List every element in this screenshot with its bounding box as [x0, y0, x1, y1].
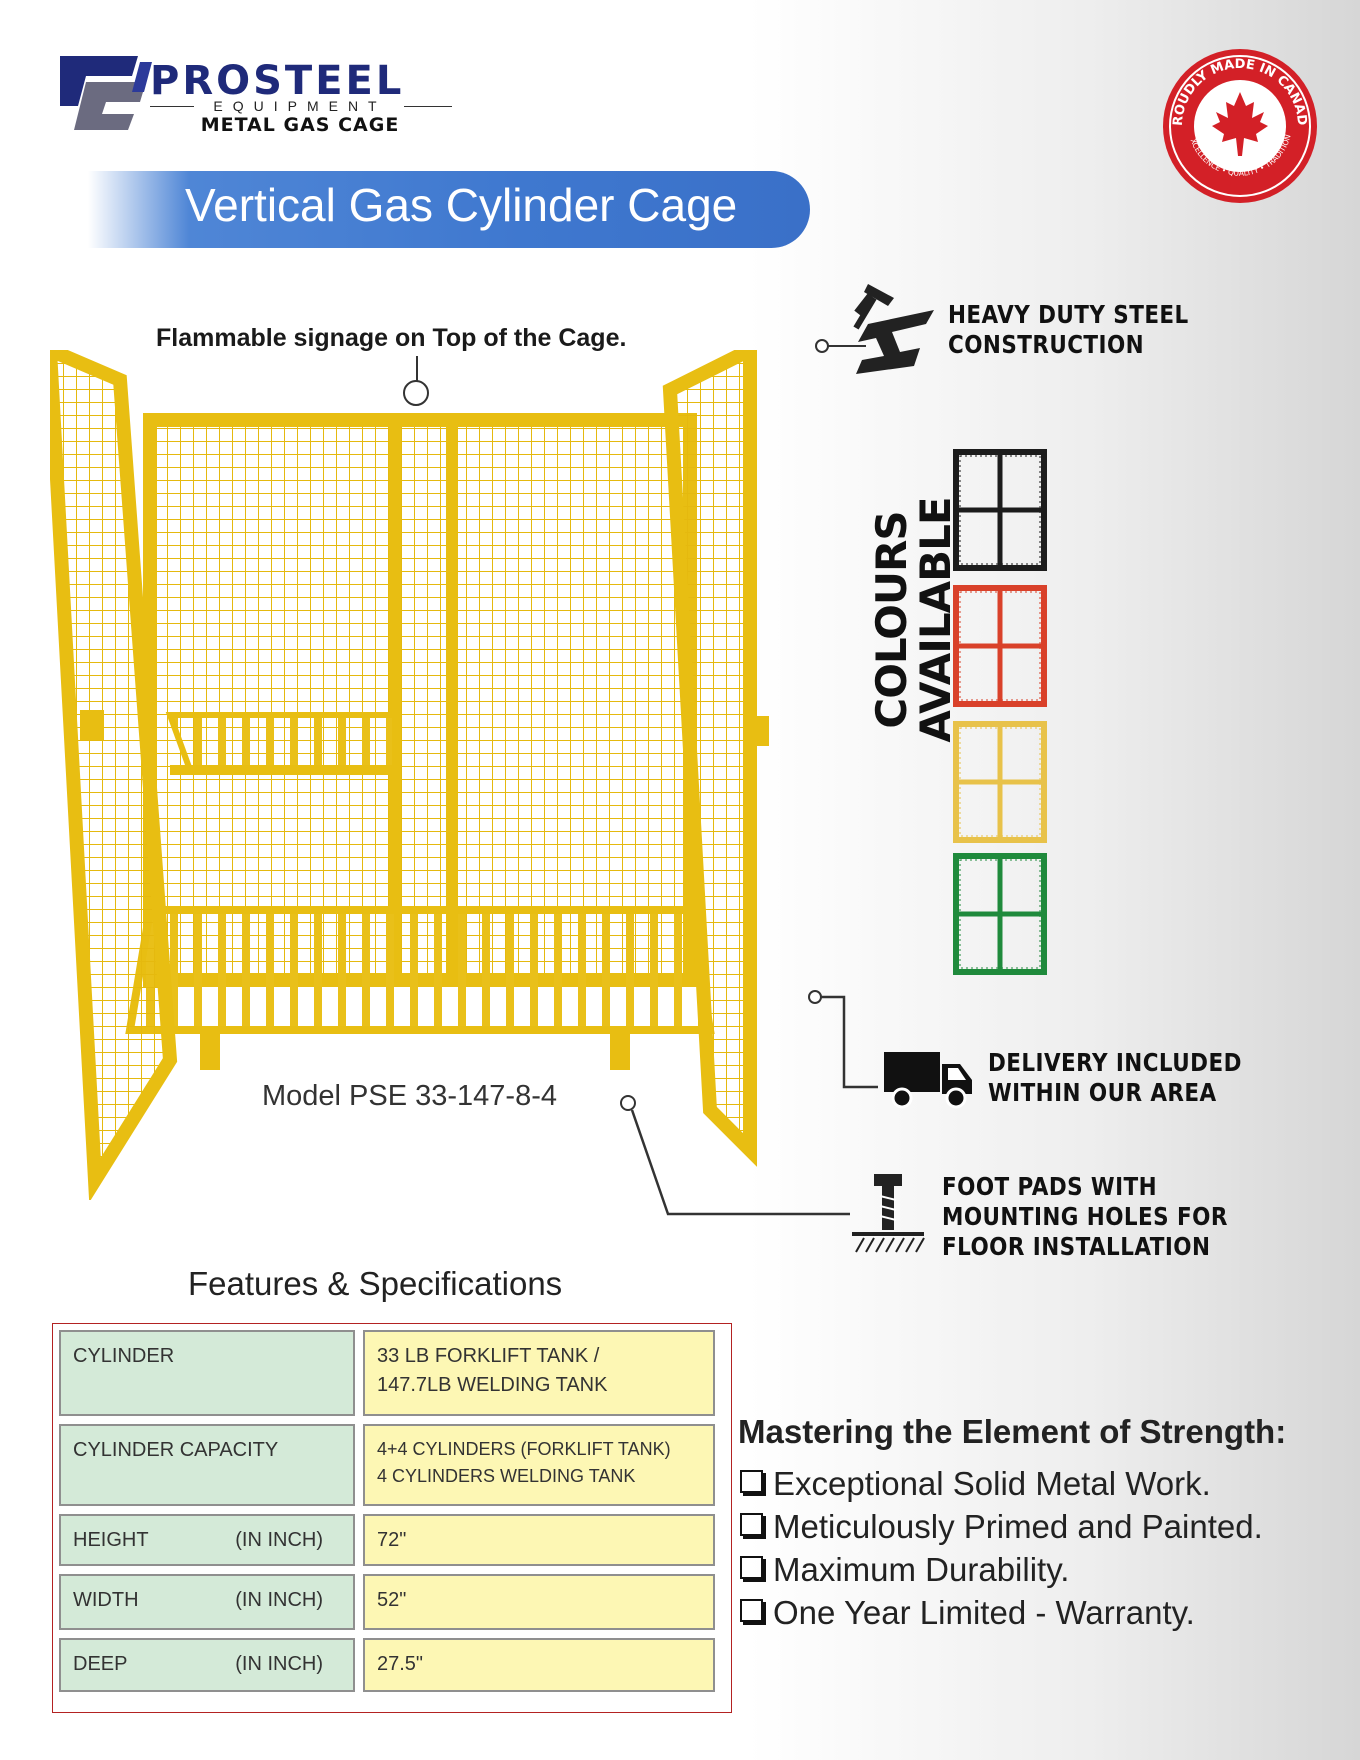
hammer-beam-icon: [853, 284, 934, 374]
model-number: Model PSE 33-147-8-4: [262, 1080, 557, 1112]
list-item: One Year Limited - Warranty.: [740, 1591, 1263, 1634]
specs-heading: Features & Specifications: [188, 1265, 563, 1302]
list-item-text: One Year Limited - Warranty.: [773, 1594, 1195, 1631]
gas-cage-product-image: [50, 350, 769, 1200]
spec-row-cylinder: CYLINDER 33 LB FORKLIFT TANK / 147.7LB W…: [59, 1330, 715, 1416]
green-cage-swatch: [953, 853, 1047, 975]
checkbox-bullet-icon: [740, 1599, 763, 1622]
strength-title: Mastering the Element of Strength:: [738, 1413, 1287, 1450]
spec-label-text: CYLINDER CAPACITY: [73, 1439, 279, 1461]
spec-label-text: CYLINDER: [73, 1345, 175, 1367]
list-item-text: Exceptional Solid Metal Work.: [773, 1465, 1211, 1502]
list-item: Exceptional Solid Metal Work.: [740, 1462, 1263, 1505]
checkbox-bullet-icon: [740, 1556, 763, 1579]
maple-leaf-icon: [1212, 92, 1268, 156]
specs-table: CYLINDER 33 LB FORKLIFT TANK / 147.7LB W…: [52, 1323, 732, 1713]
truck-icon: [884, 1052, 972, 1109]
spec-row-deep: DEEP (IN INCH) 27.5": [59, 1638, 715, 1692]
made-in-canada-badge: PROUDLY MADE IN CANADA EXCELLENCE • QUAL…: [1160, 46, 1317, 203]
strength-list: Exceptional Solid Metal Work. Meticulous…: [740, 1462, 1263, 1634]
spec-value-line2: 147.7LB WELDING TANK: [377, 1374, 608, 1396]
spec-value-line1: 27.5": [377, 1653, 424, 1675]
spec-value-line1: 72": [377, 1529, 407, 1551]
delivery-line1: DELIVERY INCLUDED: [988, 1048, 1242, 1077]
foot-pads-callout: FOOT PADS WITH MOUNTING HOLES FOR FLOOR …: [942, 1172, 1228, 1262]
spec-label-text: HEIGHT: [73, 1529, 149, 1551]
spec-label: HEIGHT (IN INCH): [59, 1514, 355, 1566]
spec-label-text: DEEP: [73, 1653, 128, 1675]
colours-available-label: COLOURS AVAILABLE: [867, 475, 960, 765]
foot-pads-line2: MOUNTING HOLES FOR: [942, 1202, 1228, 1231]
yellow-cage-swatch: [953, 721, 1047, 843]
list-item-text: Meticulously Primed and Painted.: [773, 1508, 1263, 1545]
spec-value-line1: 33 LB FORKLIFT TANK /: [377, 1345, 600, 1367]
list-item-text: Maximum Durability.: [773, 1551, 1070, 1588]
heavy-duty-callout: HEAVY DUTY STEEL CONSTRUCTION: [948, 300, 1189, 360]
spec-row-width: WIDTH (IN INCH) 52": [59, 1574, 715, 1630]
spec-label: DEEP (IN INCH): [59, 1638, 355, 1692]
spec-unit: (IN INCH): [235, 1653, 323, 1675]
foot-pads-line1: FOOT PADS WITH: [942, 1172, 1158, 1201]
spec-unit: (IN INCH): [235, 1589, 323, 1611]
spec-unit: (IN INCH): [235, 1529, 323, 1551]
spec-label: WIDTH (IN INCH): [59, 1574, 355, 1630]
spec-value: 52": [363, 1574, 715, 1630]
prosteel-logo-icon: [60, 56, 152, 130]
brand-tagline: METAL GAS CAGE: [200, 114, 400, 136]
signage-pointer-dot: [403, 380, 429, 406]
delivery-line2: WITHIN OUR AREA: [988, 1078, 1217, 1107]
spec-row-height: HEIGHT (IN INCH) 72": [59, 1514, 715, 1566]
spec-value-line1: 52": [377, 1589, 407, 1611]
spec-value: 4+4 CYLINDERS (FORKLIFT TANK) 4 CYLINDER…: [363, 1424, 715, 1506]
foot-pads-line3: FLOOR INSTALLATION: [942, 1232, 1211, 1261]
signage-note: Flammable signage on Top of the Cage.: [156, 324, 627, 352]
page-title: Vertical Gas Cylinder Cage: [185, 179, 738, 231]
spec-value-line2: 4 CYLINDERS WELDING TANK: [377, 1466, 636, 1486]
checkbox-bullet-icon: [740, 1513, 763, 1536]
spec-label-text: WIDTH: [73, 1589, 139, 1611]
spec-value: 72": [363, 1514, 715, 1566]
colours-line1: COLOURS: [867, 511, 916, 729]
delivery-callout: DELIVERY INCLUDED WITHIN OUR AREA: [988, 1048, 1242, 1108]
list-item: Maximum Durability.: [740, 1548, 1263, 1591]
brand-name: PROSTEEL: [150, 58, 405, 104]
spec-label: CYLINDER: [59, 1330, 355, 1416]
checkbox-bullet-icon: [740, 1470, 763, 1493]
heavy-duty-line2: CONSTRUCTION: [948, 330, 1145, 359]
brand-divider-right: [404, 106, 452, 107]
signage-pointer-line: [416, 356, 418, 382]
spec-value: 27.5": [363, 1638, 715, 1692]
bolt-icon: [852, 1174, 925, 1253]
spec-row-capacity: CYLINDER CAPACITY 4+4 CYLINDERS (FORKLIF…: [59, 1424, 715, 1506]
spec-label: CYLINDER CAPACITY: [59, 1424, 355, 1506]
spec-value: 33 LB FORKLIFT TANK / 147.7LB WELDING TA…: [363, 1330, 715, 1416]
title-banner: [88, 171, 810, 248]
black-cage-swatch: [953, 449, 1047, 571]
list-item: Meticulously Primed and Painted.: [740, 1505, 1263, 1548]
heavy-duty-line1: HEAVY DUTY STEEL: [948, 300, 1189, 329]
brand-subtitle: EQUIPMENT: [213, 98, 387, 114]
red-cage-swatch: [953, 585, 1047, 707]
spec-value-line1: 4+4 CYLINDERS (FORKLIFT TANK): [377, 1439, 671, 1459]
brand-divider-left: [150, 106, 194, 107]
